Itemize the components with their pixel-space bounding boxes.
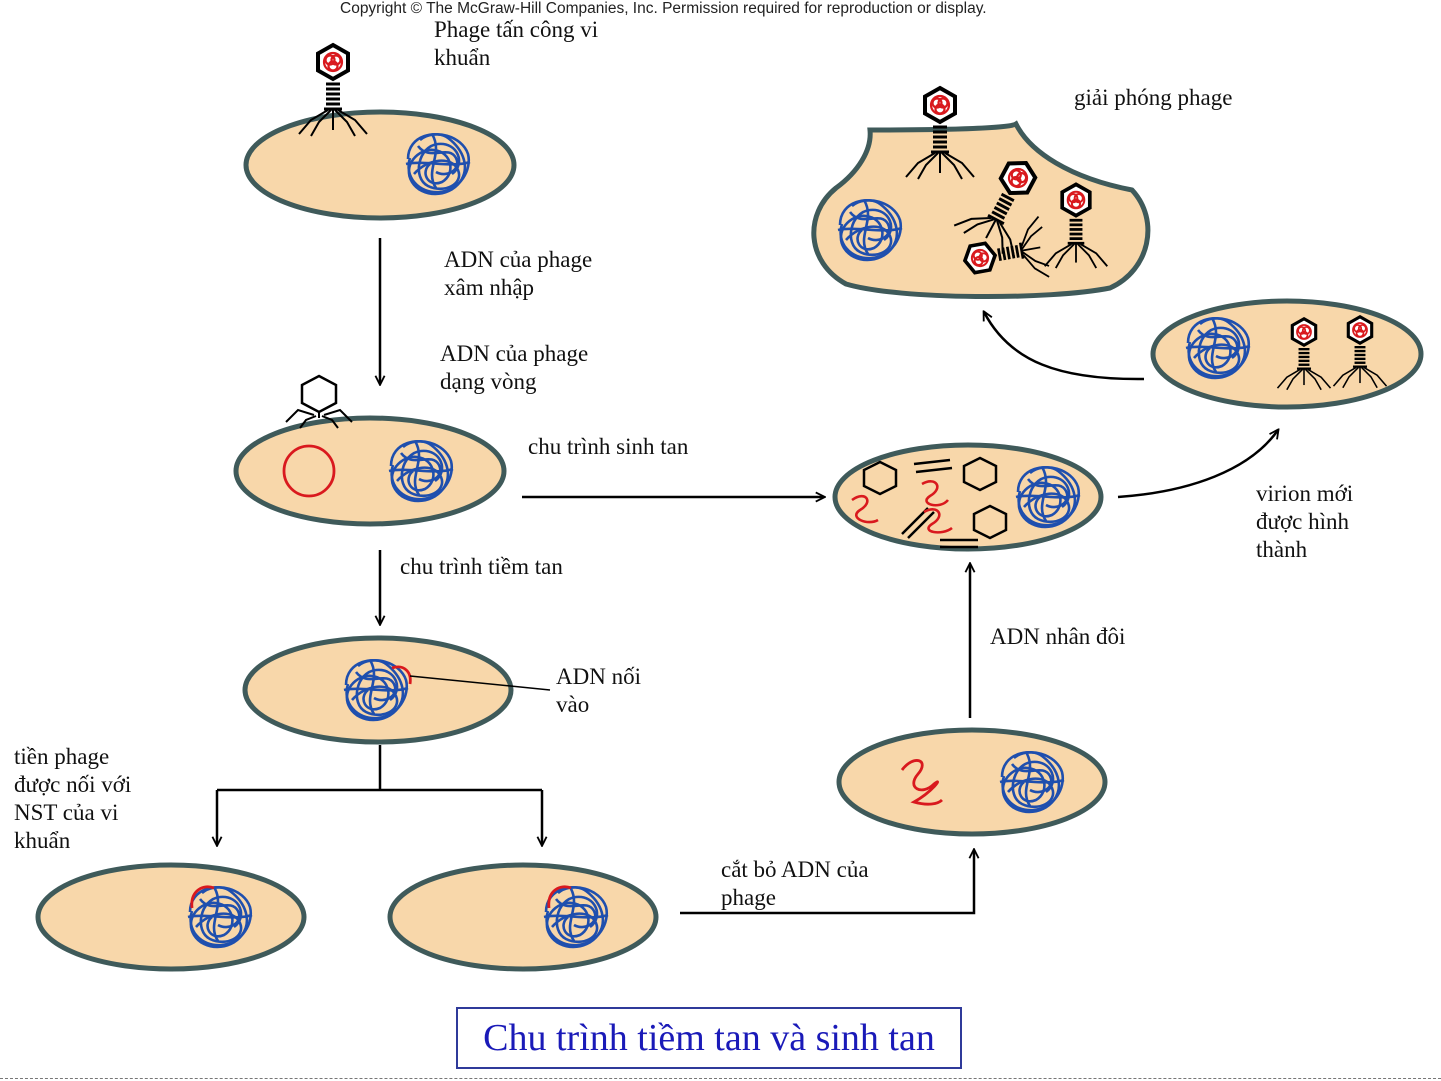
label-enter-1: ADN của phage [444,247,593,272]
label-prophage-3: NST của vi [14,800,119,825]
arrow-icon [984,312,1145,381]
label-dna-replication: ADN nhân đôi [990,624,1126,649]
label-attack-2: khuẩn [434,45,491,70]
label-prophage-2: được nối với [14,772,132,797]
label-virion-3: thành [1256,537,1308,562]
circular-dna-icon [282,444,336,498]
diagram-title: Chu trình tiềm tan và sinh tan [483,1017,935,1059]
label-circle-2: dạng vòng [440,369,537,394]
cell-attack [243,45,517,221]
title-box: Chu trình tiềm tan và sinh tan [456,1007,962,1069]
cell-prophage-left [35,862,307,972]
bottom-divider [0,1078,1441,1079]
arrow-icon [680,850,974,915]
label-virion-1: virion mới [1256,481,1354,506]
label-excise-1: cắt bỏ ADN của [721,857,869,882]
label-lytic-cycle: chu trình sinh tan [528,434,689,459]
cell-assembly [832,442,1104,552]
cell-prophage-right [387,862,659,972]
label-prophage-4: khuẩn [14,828,71,853]
cell-dna-inserted [242,635,551,745]
label-enter-2: xâm nhập [444,275,535,300]
cell-new-virions [1150,298,1424,410]
label-lysogenic-cycle: chu trình tiềm tan [400,554,563,579]
inserted-dna-icon [391,665,412,685]
label-prophage-1: tiền phage [14,744,110,769]
label-phage-release: giải phóng phage [1074,85,1233,110]
cell-circular-dna [233,374,507,527]
label-excise-2: phage [721,885,776,910]
cell-lysis [811,88,1151,300]
copyright-notice: Copyright © The McGraw-Hill Companies, I… [340,0,987,17]
label-virion-2: được hình [1256,509,1349,534]
phage-icon [299,45,367,136]
cell-excised-dna [836,727,1108,837]
empty-phage-icon [285,374,353,429]
label-attack-1: Phage tấn công vi [434,17,599,42]
arrow-icon [1117,430,1278,499]
branch-arrows [217,745,542,845]
label-insert-2: vào [556,692,590,717]
label-insert-1: ADN nối [556,664,641,689]
label-circle-1: ADN của phage [440,341,589,366]
